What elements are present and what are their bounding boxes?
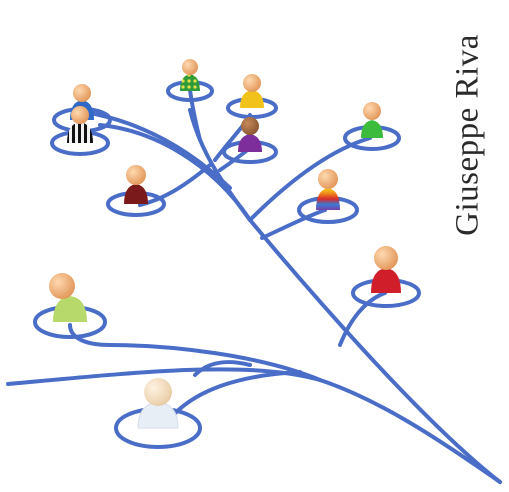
figure-striped [67,106,93,143]
figure-yellow [240,74,264,108]
figure-lime [49,273,87,322]
figure-purple [238,117,262,152]
figure-rainbow [316,169,340,210]
figure-white-bottom [137,378,179,429]
figure-green-pattern [180,59,200,91]
author-name: Giuseppe Riva [449,34,486,236]
figure-dark-red [124,165,148,204]
figure-green-right [361,102,383,138]
trunk-up [188,108,502,484]
main-trunk [6,367,502,484]
figure-red-right [371,246,401,293]
